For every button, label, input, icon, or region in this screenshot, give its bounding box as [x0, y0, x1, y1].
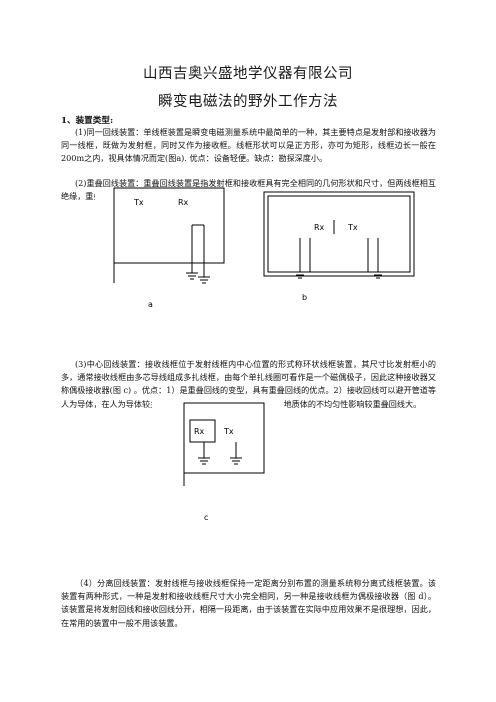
figure-c-ground-1-icon [198, 457, 210, 465]
paragraph-single-loop-text: (1)同一回线装置：单线框装置是瞬变电磁测量系统中最简单的一种，其主要特点是发射… [61, 127, 436, 164]
figure-b-ground-1-icon [294, 271, 306, 279]
figure-c-transmitter-loop [183, 402, 265, 474]
figure-b-ground-2-icon [372, 271, 384, 279]
figure-b-inner-loop [267, 195, 411, 273]
figure-b-outer-loop [263, 191, 415, 277]
paragraph-separated-loop: （4）分离回线装置：发射线框与接收线框保持一定距离分别布置的测量系统称分离式线框… [61, 577, 436, 630]
figure-a-loop-frame [113, 187, 225, 264]
figure-c-mask [152, 398, 284, 528]
figure-a-caption: a [148, 300, 153, 309]
document-title: 瞬变电磁法的野外工作方法 [158, 94, 338, 110]
figure-b-label-rx: Rx [314, 223, 325, 232]
figure-c-caption: c [204, 513, 208, 522]
figure-b-caption: b [302, 293, 307, 302]
section-heading: 1、装置类型: [61, 116, 114, 126]
paragraph-separated-loop-text: （4）分离回线装置：发射线框与接收线框保持一定距离分别布置的测量系统称分离式线框… [61, 578, 436, 628]
figure-c-ground-2-icon [230, 457, 242, 465]
paragraph-single-loop: (1)同一回线装置：单线框装置是瞬变电磁测量系统中最简单的一种，其主要特点是发射… [61, 126, 436, 166]
figure-b-label-tx: Tx [347, 223, 358, 232]
figure-c-label-rx: Rx [194, 427, 205, 436]
figure-a-ground-2-icon [198, 276, 210, 284]
figure-b-coincident-loop-diagram: Rx Tx b [263, 191, 415, 302]
figure-c-label-tx: Tx [223, 427, 234, 436]
figure-a-label-rx: Rx [178, 198, 189, 207]
figure-a-ground-1-icon [186, 272, 198, 280]
company-title: 山西吉奥兴盛地学仪器有限公司 [143, 66, 353, 82]
figure-c-central-loop-diagram: Rx Tx c [183, 402, 265, 522]
figure-a-single-loop-diagram: Tx Rx a [113, 187, 225, 309]
figure-a-label-tx: Tx [133, 198, 144, 207]
figure-c-receiver-box [189, 419, 216, 443]
